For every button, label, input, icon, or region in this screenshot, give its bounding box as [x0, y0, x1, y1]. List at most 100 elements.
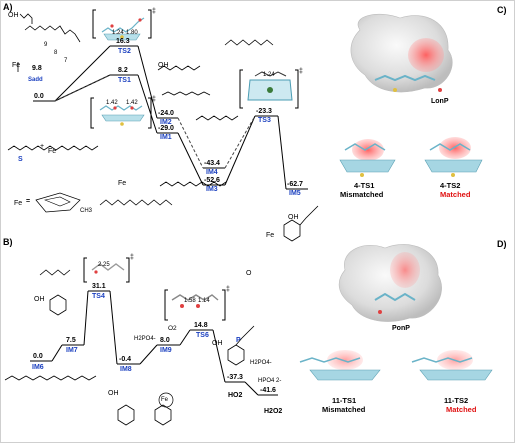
4ts2-cloud [439, 137, 471, 159]
energy-im7: 7.5 [66, 337, 76, 344]
fe-label-a5: Fe [266, 232, 275, 239]
label-im1: IM1 [160, 134, 172, 141]
ts2-dist-2: 1.80 [126, 30, 138, 36]
ts6-bracket-right [222, 289, 226, 321]
ts3-dagger: ‡ [299, 68, 303, 75]
label-im9: IM9 [160, 347, 172, 354]
panel-b-diagram [4, 257, 278, 426]
chain-im5 [299, 205, 319, 226]
oh-label-b3: OH [212, 340, 223, 347]
path-dash-3 [224, 115, 256, 169]
label-im8: IM8 [120, 366, 132, 373]
lonp-red-cloud [408, 38, 444, 72]
4ts2-porphyrin [424, 159, 483, 173]
path-ts4-im8 [109, 290, 118, 365]
ts2-model [101, 17, 145, 41]
energy-im4: -43.4 [204, 160, 220, 167]
energy-end: -41.6 [260, 387, 276, 394]
substrate-chain [24, 25, 81, 43]
4ts1-porphyrin [339, 159, 396, 173]
ts6-model [171, 294, 219, 308]
h2po4-label-2: H2PO4- [250, 360, 272, 366]
chain-mid-1 [99, 199, 173, 206]
label-ts6: TS6 [196, 332, 209, 339]
energy-im6: 0.0 [33, 353, 43, 360]
energy-ts6: 14.8 [194, 322, 208, 329]
h2o2-label: H2O2 [264, 408, 283, 415]
label-sadd: Sadd [28, 77, 43, 83]
ts6-dist-2: 1.14 [198, 298, 210, 304]
oh-label-a2: OH [158, 62, 169, 69]
ts2-bracket-right [148, 9, 152, 39]
energy-s: 0.0 [34, 93, 44, 100]
energy-p: -37.3 [227, 374, 243, 381]
label-ts2: TS2 [118, 48, 131, 55]
energy-im1: -29.0 [158, 125, 174, 132]
panel-d-graphics [299, 244, 493, 381]
oh-label-a1: OH [8, 12, 19, 19]
o-label-b: O [246, 270, 252, 277]
ts2-bracket-left [92, 9, 96, 39]
path-p-end [244, 381, 259, 396]
ts3-bracket-right [295, 69, 299, 109]
porphyrin-icon [35, 192, 81, 213]
ring-im5 [283, 219, 301, 242]
equals-sign: = [26, 198, 31, 205]
ponp-surface [338, 244, 442, 322]
fe-label-b: Fe [161, 397, 169, 403]
ho2-label: HO2 [228, 392, 243, 399]
label-im3: IM3 [206, 186, 218, 193]
path-ts6-p [212, 329, 226, 383]
ts4-model [91, 263, 125, 274]
fe-label-a1: Fe [12, 62, 21, 69]
ts3-model [247, 71, 293, 101]
11ts1-name: 11-TS1 [332, 396, 357, 405]
ts3-bracket-left [239, 69, 243, 109]
label-p: P [236, 337, 241, 344]
4ts1-status: Mismatched [340, 190, 384, 199]
path-s-ts2 [54, 45, 111, 102]
num-9: 9 [44, 42, 48, 48]
path-dash-2 [177, 117, 204, 169]
4ts1-cloud [352, 139, 384, 161]
chain-bottom-a2 [67, 145, 99, 151]
4ts2-status: Matched [440, 190, 471, 199]
ts1-dist-1: 1.42 [106, 100, 118, 106]
lonp-ligand [374, 74, 436, 82]
11ts1-status: Mismatched [322, 405, 366, 414]
path-ts1-im1 [137, 74, 158, 134]
energy-im3: -52.6 [204, 177, 220, 184]
4ts2-name: 4-TS2 [440, 181, 461, 190]
ts1-model [99, 105, 145, 126]
ch3-label: CH3 [80, 208, 93, 214]
label-im2: IM2 [160, 119, 172, 126]
panel-label-c: C) [497, 5, 507, 15]
path-im8-im9 [139, 344, 158, 365]
oh-label-a3: OH [288, 214, 299, 221]
ts4-bracket-left [83, 257, 87, 283]
chain-im2-a [161, 91, 211, 96]
energy-left: 9.8 [32, 65, 42, 72]
oh-label-b2: OH [108, 390, 119, 397]
chain-im1-a [195, 115, 239, 121]
num-8: 8 [54, 50, 58, 56]
energy-ts4: 31.1 [92, 283, 106, 290]
ts6-dagger: ‡ [226, 286, 230, 293]
panel-label-d: D) [497, 239, 507, 249]
4ts1-name: 4-TS1 [354, 181, 375, 190]
label-im6: IM6 [32, 364, 44, 371]
11ts1-cloud [327, 350, 363, 370]
o2-label: O2 [168, 325, 177, 332]
label-im7: IM7 [66, 347, 78, 354]
path-ts3-im5 [277, 115, 287, 190]
porphyrin-icon-inner [43, 196, 71, 207]
path-ts2-im2 [137, 45, 158, 119]
label-s: S [18, 156, 23, 163]
chain-mid-2 [159, 181, 227, 187]
label-ts1: TS1 [118, 77, 131, 84]
chain-b-p [235, 325, 255, 346]
11ts2-name: 11-TS2 [444, 396, 469, 405]
label-im4: IM4 [206, 169, 218, 176]
ts3-dist: 1.24 [263, 72, 275, 78]
